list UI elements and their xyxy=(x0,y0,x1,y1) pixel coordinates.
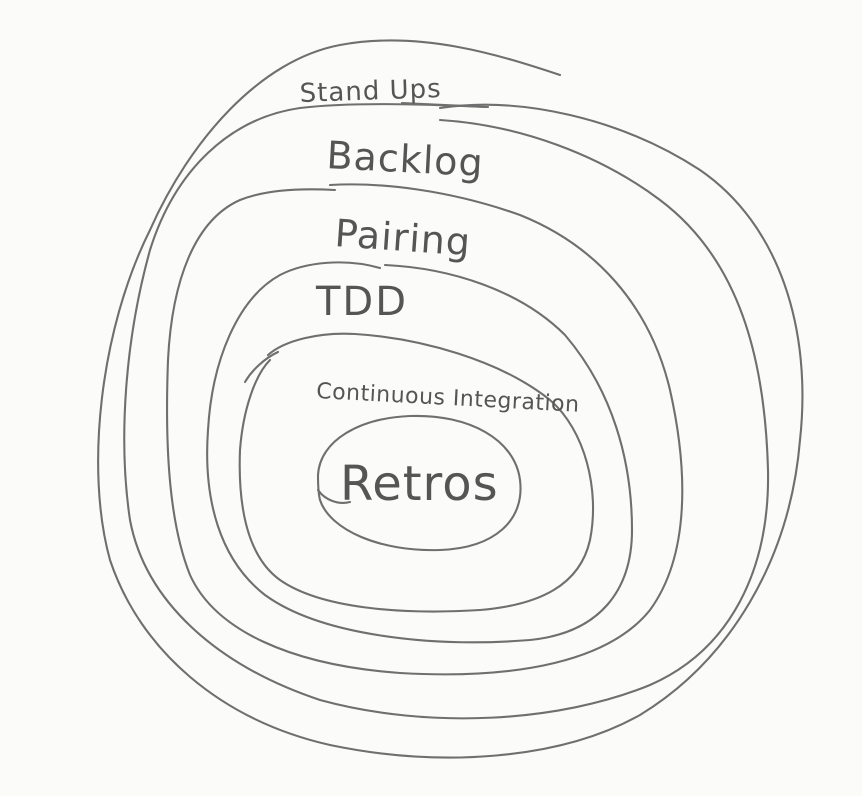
layer-label-retros: Retros xyxy=(340,456,499,512)
layer-label-backlog: Backlog xyxy=(326,133,485,185)
ring-retros-tick xyxy=(316,488,352,504)
ring-backlog xyxy=(123,103,770,720)
ring-pairing xyxy=(165,183,684,676)
ring-continuous-integration xyxy=(238,332,595,613)
ring-retros xyxy=(316,414,522,552)
ring-continuous-integration-tick xyxy=(243,350,280,384)
layer-label-pairing: Pairing xyxy=(333,211,472,264)
standups-underline xyxy=(400,101,490,109)
layer-label-standups: Stand Ups xyxy=(299,74,442,109)
layer-label-continuous-integration: Continuous Integration xyxy=(316,379,580,418)
layer-label-tdd: TDD xyxy=(315,279,408,325)
ring-standups xyxy=(97,39,804,759)
ring-tdd xyxy=(206,261,634,644)
